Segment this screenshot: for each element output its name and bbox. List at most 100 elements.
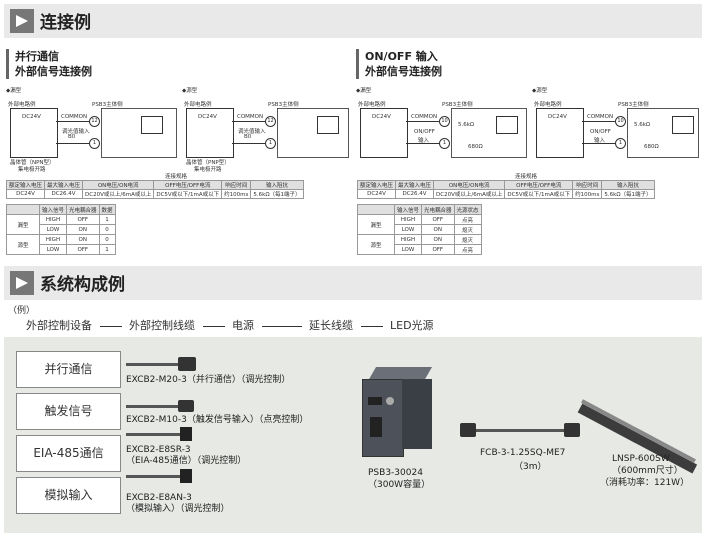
ext-circuit-box: [186, 108, 234, 158]
resistor-label: 680Ω: [644, 144, 659, 150]
parallel-state-table: 输入信号 光电耦合器 数据 漏型 HIGH OFF 1 LOW ON 0 源型 …: [6, 204, 116, 255]
main-body-label: PSB3主体侧: [618, 102, 649, 108]
ext-circuit-box: [536, 108, 584, 158]
common-label: COMMON: [61, 114, 88, 120]
parallel-spec-table: 额定输入电压 最大输入电压 ON电压/ON电流 OFF电压/OFF电流 响应时间…: [5, 180, 304, 199]
cable-label: EXCB2-E8AN-3: [126, 493, 192, 503]
section-header-connection: 连接例: [4, 4, 702, 38]
spec-cell: DC26.4V: [44, 189, 84, 199]
state-cell: ON: [421, 234, 455, 245]
spec-header: 响应时间: [572, 180, 603, 190]
type-label: ◆源型: [182, 88, 198, 94]
chain-item: 电源: [232, 319, 254, 332]
signal-box-parallel: 并行通信: [16, 351, 121, 388]
state-group: 漏型: [357, 214, 395, 235]
cable-note: （3m）: [514, 462, 547, 472]
led-note: （消耗功率：121W）: [600, 478, 690, 488]
terminal-1: 1: [615, 138, 626, 149]
parallel-subtitle: 外部信号连接例: [15, 65, 92, 78]
psb3-side-box: [101, 108, 177, 158]
spec-cell: DC5V或以下/1mA或以下: [504, 189, 574, 199]
cable-label: （EIA-485通信）（调光控制）: [126, 456, 247, 466]
spec-header: OFF电压/OFF电流: [504, 180, 574, 190]
dc24v-label: DC24V: [198, 114, 217, 120]
spec-header: OFF电压/OFF电流: [153, 180, 223, 190]
psb3-side-box: [451, 108, 527, 158]
b0-label: B0: [68, 134, 76, 140]
state-cell: LOW: [393, 224, 423, 235]
photocoupler-icon: [141, 116, 163, 134]
state-group: 源型: [6, 234, 40, 255]
terminal-10: 10: [439, 116, 450, 127]
onoff-heading: ON/OFF 输入 外部信号连接例: [356, 49, 442, 79]
state-group: 源型: [357, 234, 395, 255]
state-cell: LOW: [38, 224, 68, 235]
parallel-sink-diagram: ◆漏型 外部电路例 PSB3主体侧 DC24V COMMON 调光值输入 B0 …: [6, 86, 177, 174]
spec-header: 输入阻抗: [250, 180, 304, 190]
led-light-image: [577, 375, 698, 474]
common-label: COMMON: [411, 114, 438, 120]
switch-label: 晶体管（NPN型）: [10, 160, 55, 166]
terminal-1: 1: [89, 138, 100, 149]
state-cell: HIGH: [38, 234, 68, 245]
spec-header: ON电压/ON电流: [433, 180, 506, 190]
dc24v-label: DC24V: [548, 114, 567, 120]
state-cell: OFF: [66, 244, 100, 255]
ext-circuit-label: 外部电路例: [358, 102, 386, 108]
cable-icon: [126, 469, 198, 483]
terminal-12: 12: [265, 116, 276, 127]
state-cell: ON: [66, 224, 100, 235]
ext-circuit-box: [10, 108, 58, 158]
onoff-source-diagram: ◆源型 外部电路例 PSB3主体侧 DC24V COMMON ON/OFF 输入…: [532, 86, 702, 174]
chain-item: 外部控制设备: [26, 319, 92, 332]
chain-item: 延长线缆: [309, 319, 353, 332]
section-header-system: 系统构成例: [4, 266, 702, 300]
switch-label-2: 集电极开路: [194, 167, 222, 173]
resistor-label: 5.6kΩ: [634, 122, 651, 128]
main-body-label: PSB3主体侧: [92, 102, 123, 108]
psb3-side-box: [627, 108, 699, 158]
ext-circuit-label: 外部电路例: [184, 102, 212, 108]
spec-header: 最大输入电压: [44, 180, 84, 190]
resistor-label: 680Ω: [468, 144, 483, 150]
cable-icon: [126, 357, 198, 371]
state-cell: 点亮: [453, 214, 482, 225]
spec-cell: DC20V或以上/6mA或以上: [82, 189, 155, 199]
onoff-spec-table: 额定输入电压 最大输入电压 ON电压/ON电流 OFF电压/OFF电流 响应时间…: [356, 180, 655, 199]
dc24v-label: DC24V: [372, 114, 391, 120]
spec-header: 额定输入电压: [5, 180, 46, 190]
state-cell: OFF: [421, 214, 455, 225]
parallel-source-diagram: ◆源型 外部电路例 PSB3主体侧 DC24V COMMON 调光值输入 B0 …: [182, 86, 352, 174]
spec-cell: 5.6kΩ（每1端子）: [601, 189, 655, 199]
b0-label: B0: [244, 134, 252, 140]
photocoupler-icon: [496, 116, 518, 134]
state-cell: 点亮: [453, 244, 482, 255]
spec-header: 最大输入电压: [395, 180, 435, 190]
input-label-2: 输入: [594, 138, 606, 144]
terminal-10: 10: [615, 116, 626, 127]
terminal-1: 1: [439, 138, 450, 149]
photocoupler-icon: [317, 116, 339, 134]
state-header: 光源状态: [453, 204, 482, 215]
switch-label-2: 集电极开路: [18, 167, 46, 173]
type-label: ◆漏型: [356, 88, 372, 94]
led-model: LNSP-600SW: [612, 454, 670, 464]
example-label: （例）: [8, 306, 36, 316]
signal-box-trigger: 触发信号: [16, 393, 121, 430]
type-label: ◆漏型: [6, 88, 22, 94]
spec-cell: 5.6kΩ（每1端子）: [250, 189, 304, 199]
state-group: 漏型: [6, 214, 40, 235]
terminal-12: 12: [89, 116, 100, 127]
state-cell: ON: [66, 234, 100, 245]
terminal-1: 1: [265, 138, 276, 149]
state-header: 光电耦合器: [66, 204, 100, 215]
spec-cell: DC24V: [356, 189, 397, 199]
state-cell: 1: [98, 244, 116, 255]
spec-header: 额定输入电压: [356, 180, 397, 190]
spec-cell: DC5V或以下/1mA或以下: [153, 189, 223, 199]
common-label: COMMON: [237, 114, 264, 120]
ext-circuit-label: 外部电路例: [8, 102, 36, 108]
spec-header: 响应时间: [221, 180, 252, 190]
power-model: PSB3-30024: [368, 468, 423, 478]
section-arrow-icon: [10, 271, 34, 295]
